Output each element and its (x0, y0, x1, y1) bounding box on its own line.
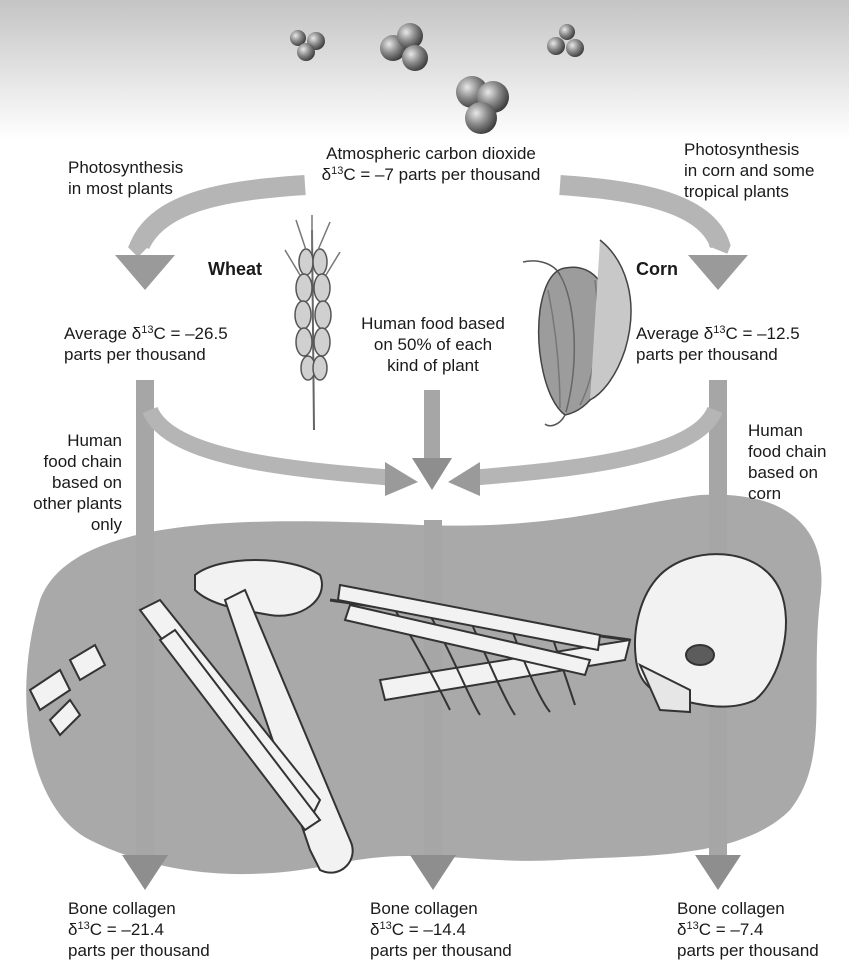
photosynthesis-corn-label: Photosynthesis in corn and some tropical… (684, 139, 814, 202)
bone-collagen-left: Bone collagen δ13C = –21.4 parts per tho… (68, 898, 210, 961)
arrow-converge-left (150, 410, 395, 478)
bone-collagen-center: Bone collagen δ13C = –14.4 parts per tho… (370, 898, 512, 961)
photosynthesis-most-plants-label: Photosynthesis in most plants (68, 157, 183, 199)
arrowhead (122, 855, 168, 890)
mixed-diet-label: Human food based on 50% of each kind of … (338, 313, 528, 376)
corn-label: Corn (636, 259, 678, 280)
wheat-label: Wheat (208, 259, 262, 280)
wheat-icon (285, 215, 340, 430)
atmospheric-co2-label: Atmospheric carbon dioxide δ13C = –7 par… (296, 143, 566, 185)
food-chain-corn-label: Human food chain based on corn (748, 420, 826, 504)
arrowhead (115, 255, 175, 290)
arrow-converge-right (470, 410, 715, 478)
arrowhead (410, 855, 456, 890)
corn-average-label: Average δ13C = –12.5 parts per thousand (636, 323, 800, 365)
atmosphere-background (0, 0, 849, 140)
bone-collagen-right: Bone collagen δ13C = –7.4 parts per thou… (677, 898, 819, 961)
arrowhead (695, 855, 741, 890)
source-line-2: δ13C = –7 parts per thousand (296, 164, 566, 185)
wheat-average-label: Average δ13C = –26.5 parts per thousand (64, 323, 228, 365)
arrowhead (412, 458, 452, 490)
arrowhead (448, 462, 480, 496)
food-chain-other-plants-label: Human food chain based on other plants o… (10, 430, 122, 535)
arrow-mixed-diet-top (424, 390, 440, 460)
source-line-1: Atmospheric carbon dioxide (296, 143, 566, 164)
arrowhead (385, 462, 418, 496)
corn-icon (523, 240, 631, 426)
arrowhead (688, 255, 748, 290)
